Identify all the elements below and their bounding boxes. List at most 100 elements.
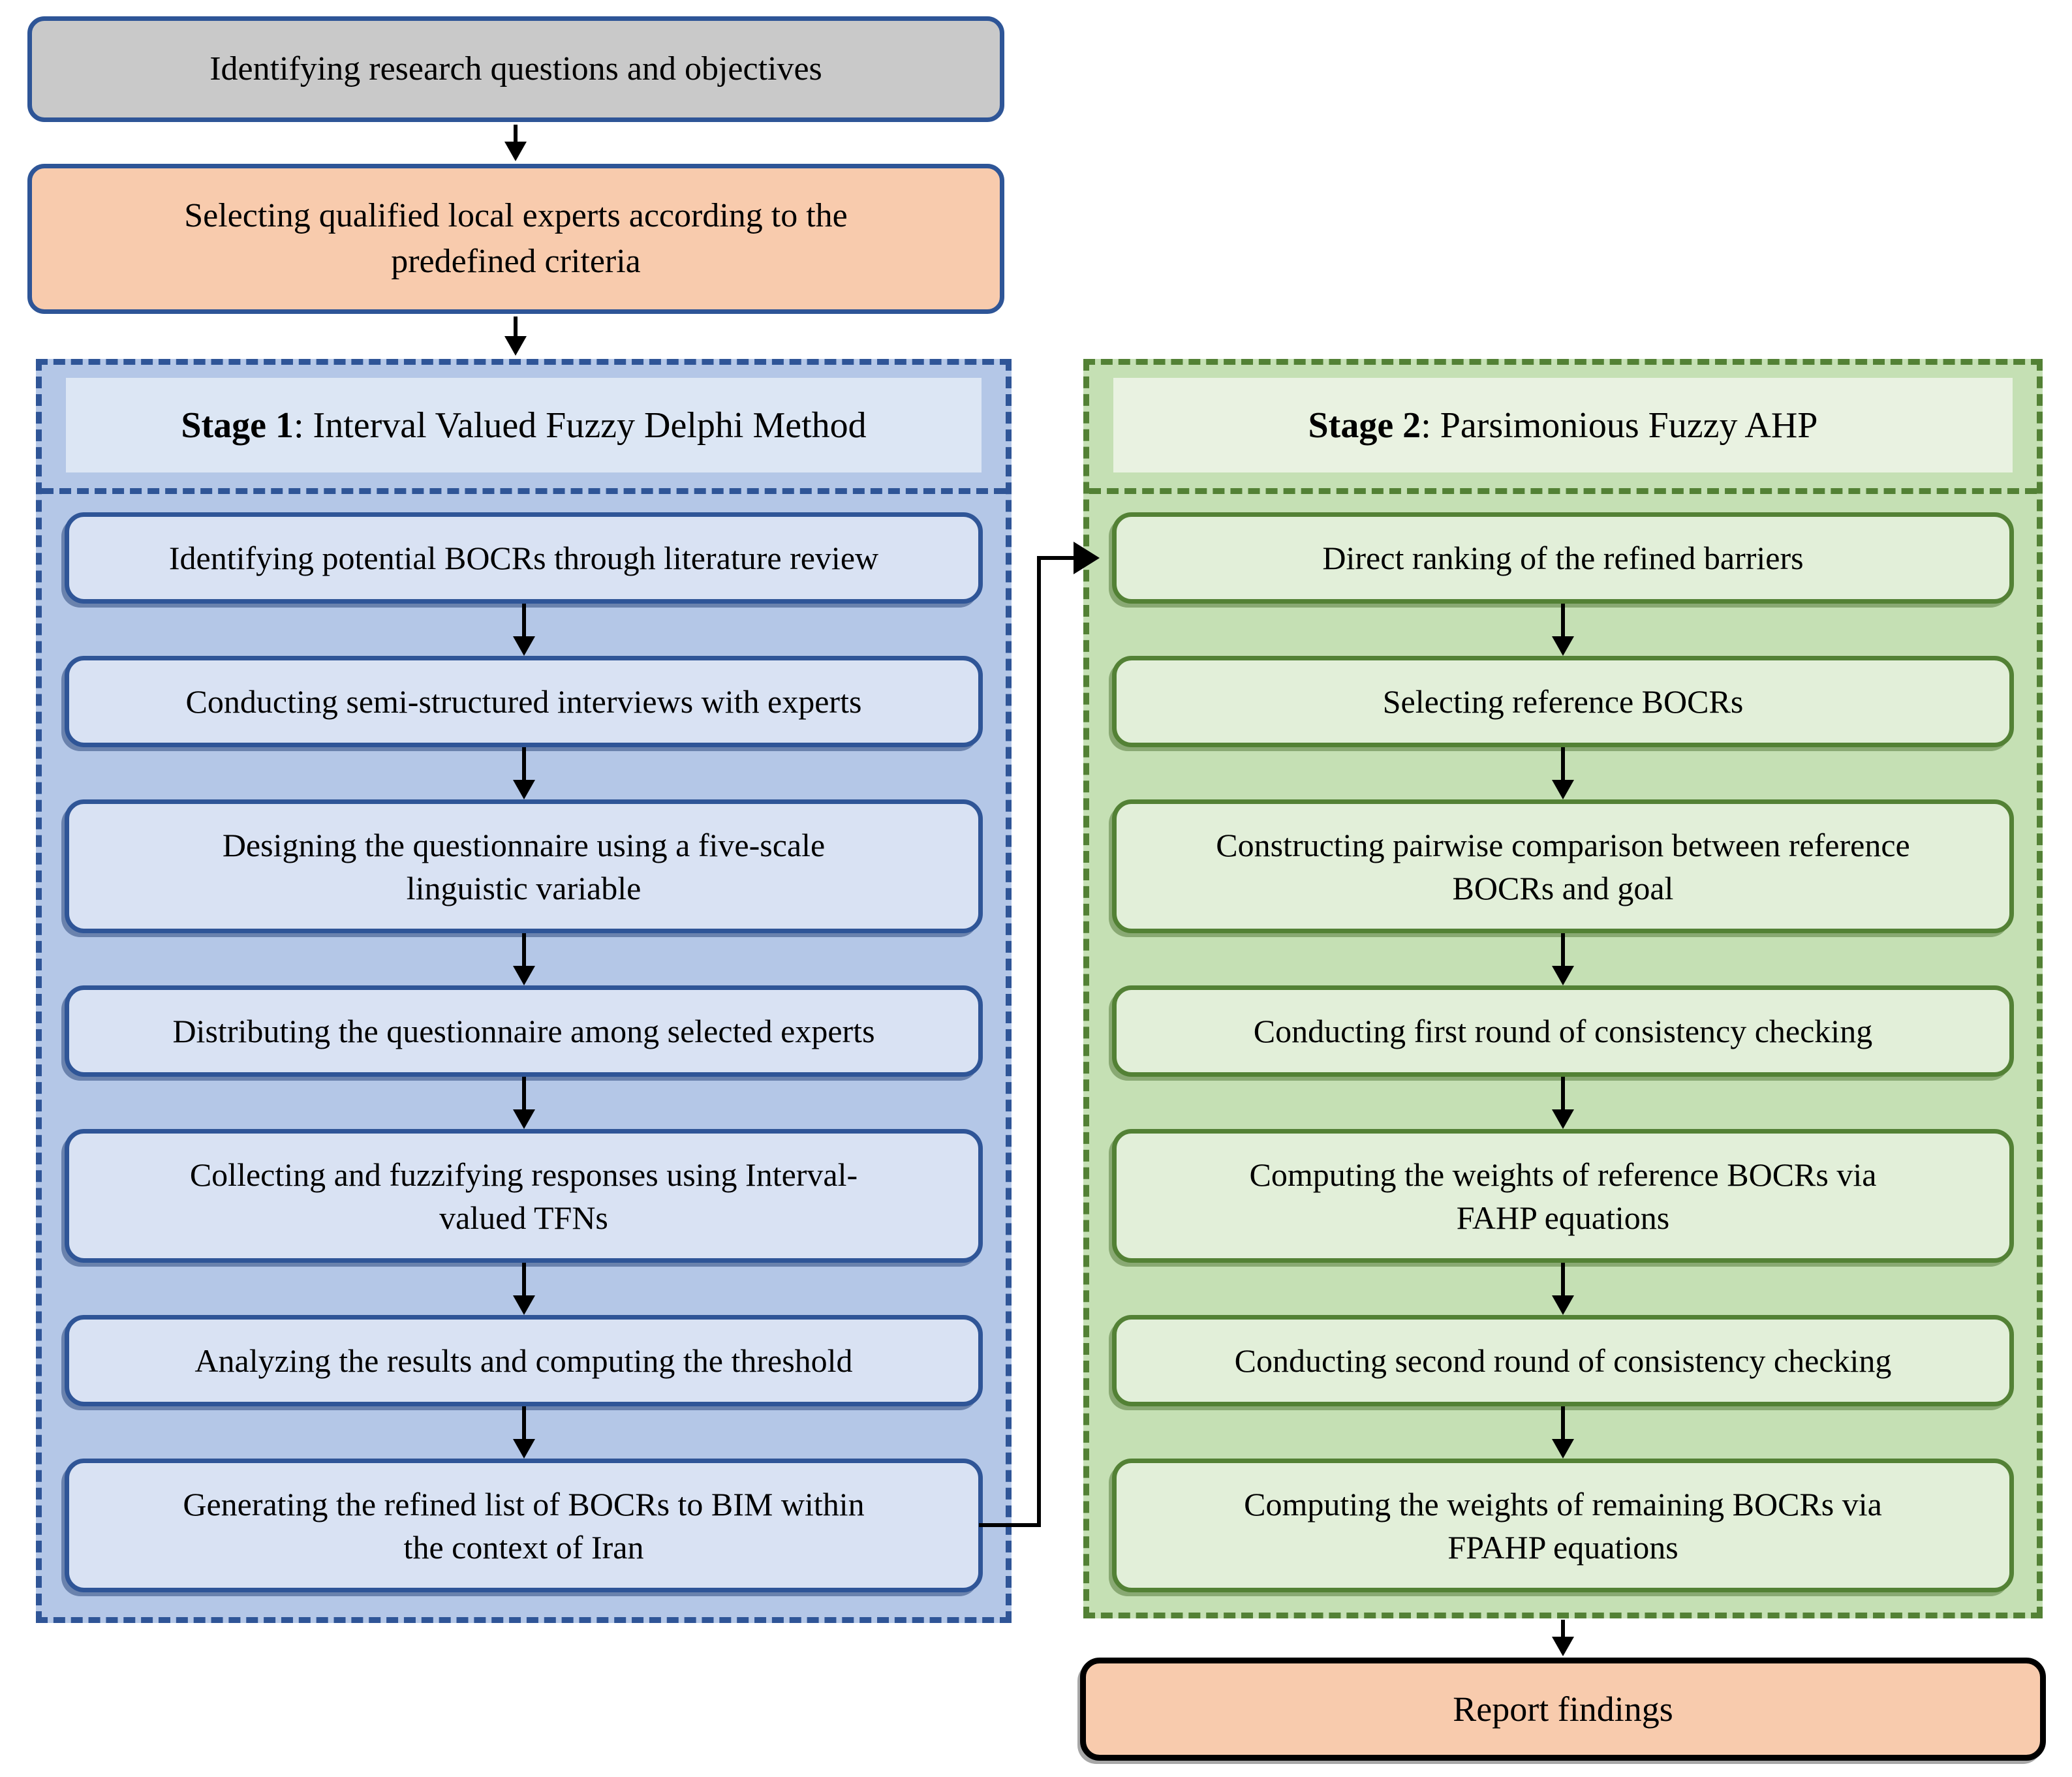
step-label: the context of Iran: [403, 1528, 644, 1566]
node-research-questions: Identifying research questions and objec…: [27, 16, 1004, 122]
arrow-head-icon: [512, 780, 535, 799]
stage2-steps: Direct ranking of the refined barriers S…: [1112, 512, 2014, 1592]
node-label: predefined criteria: [391, 243, 641, 280]
arrow-shaft: [1561, 1620, 1565, 1637]
stage1-panel: Stage 1: Interval Valued Fuzzy Delphi Me…: [36, 359, 1012, 1623]
step-label: Collecting and fuzzifying responses usin…: [189, 1156, 858, 1193]
stage1-step-questionnaire-design: Designing the questionnaire using a five…: [65, 799, 983, 933]
stage2-title-prefix: Stage 2: [1308, 405, 1421, 446]
stage2-header: Stage 2: Parsimonious Fuzzy AHP: [1113, 378, 2013, 472]
stage2-step-second-consistency: Conducting second round of consistency c…: [1112, 1315, 2014, 1406]
step-label: FPAHP equations: [1447, 1528, 1678, 1566]
arrow-head-icon: [512, 1109, 535, 1129]
arrow-head-icon: [512, 636, 535, 656]
step-label: Direct ranking of the refined barriers: [1322, 540, 1804, 576]
arrow-experts-to-stage1: [501, 317, 530, 356]
stage2-panel: Stage 2: Parsimonious Fuzzy AHP Direct r…: [1083, 359, 2043, 1618]
stage2-step-pairwise-comparison: Constructing pairwise comparison between…: [1112, 799, 2014, 933]
node-label: Selecting qualified local experts accord…: [184, 196, 848, 234]
connector-stage1-to-stage2-top-segment: [1037, 556, 1075, 560]
arrow-shaft: [514, 317, 518, 336]
stage1-header-separator: [42, 488, 1006, 494]
arrow-shaft: [514, 125, 518, 142]
stage1-step-analyzing-threshold: Analyzing the results and computing the …: [65, 1315, 983, 1406]
arrow-shaft: [521, 747, 526, 780]
arrow-shaft: [1561, 604, 1565, 636]
arrow-head-icon: [504, 336, 527, 356]
arrow-head-icon: [1552, 780, 1574, 799]
stage1-steps: Identifying potential BOCRs through lite…: [65, 512, 983, 1592]
stage2-arrow-2: [1549, 747, 1577, 799]
arrow-head-icon: [1552, 966, 1574, 985]
stage2-arrow-1: [1549, 604, 1577, 656]
step-label: linguistic variable: [406, 869, 642, 906]
arrow-shaft: [521, 1406, 526, 1439]
node-select-experts: Selecting qualified local experts accord…: [27, 164, 1004, 314]
arrow-head-icon: [1552, 1439, 1574, 1459]
stage1-title-prefix: Stage 1: [181, 405, 294, 446]
stage1-header: Stage 1: Interval Valued Fuzzy Delphi Me…: [66, 378, 982, 472]
arrow-head-icon: [504, 142, 527, 161]
stage2-arrow-5: [1549, 1263, 1577, 1315]
arrow-questions-to-experts: [501, 125, 530, 161]
stage2-title-rest: : Parsimonious Fuzzy AHP: [1421, 405, 1818, 446]
arrow-shaft: [1561, 1263, 1565, 1295]
stage2-step-direct-ranking: Direct ranking of the refined barriers: [1112, 512, 2014, 604]
stage1-arrow-6: [510, 1406, 538, 1459]
stage2-arrow-3: [1549, 933, 1577, 985]
connector-stage1-to-stage2-vertical-segment: [1037, 556, 1041, 1527]
arrow-shaft: [521, 1263, 526, 1295]
arrow-shaft: [521, 604, 526, 636]
arrow-shaft: [521, 1077, 526, 1109]
arrow-head-icon: [1552, 1295, 1574, 1315]
stage1-arrow-5: [510, 1263, 538, 1315]
arrow-head-icon: [1552, 1637, 1574, 1656]
step-label: Conducting semi-structured interviews wi…: [185, 683, 862, 720]
step-label: Designing the questionnaire using a five…: [222, 826, 826, 863]
connector-stage1-to-stage2-bottom-segment: [979, 1523, 1041, 1527]
arrow-shaft: [1561, 747, 1565, 780]
step-label: BOCRs and goal: [1452, 869, 1674, 906]
arrow-shaft: [1561, 1077, 1565, 1109]
arrow-head-icon: [512, 1439, 535, 1459]
stage1-arrow-4: [510, 1077, 538, 1129]
connector-arrow-head-icon: [1074, 542, 1100, 574]
stage2-step-weights-remaining: Computing the weights of remaining BOCRs…: [1112, 1459, 2014, 1592]
step-label: Distributing the questionnaire among sel…: [172, 1013, 875, 1049]
step-label: Selecting reference BOCRs: [1382, 683, 1744, 720]
stage2-header-separator: [1089, 488, 2037, 494]
arrow-head-icon: [1552, 1109, 1574, 1129]
step-label: Computing the weights of remaining BOCRs…: [1244, 1485, 1882, 1522]
step-label: FAHP equations: [1456, 1199, 1670, 1236]
stage2-arrow-4: [1549, 1077, 1577, 1129]
stage2-step-first-consistency: Conducting first round of consistency ch…: [1112, 985, 2014, 1077]
stage2-step-selecting-reference: Selecting reference BOCRs: [1112, 656, 2014, 747]
step-label: Conducting first round of consistency ch…: [1253, 1013, 1873, 1049]
step-label: Computing the weights of reference BOCRs…: [1249, 1156, 1877, 1193]
arrow-shaft: [1561, 933, 1565, 966]
step-label: Generating the refined list of BOCRs to …: [183, 1485, 865, 1522]
stage1-step-collecting-fuzzifying: Collecting and fuzzifying responses usin…: [65, 1129, 983, 1263]
stage1-arrow-1: [510, 604, 538, 656]
node-label: Report findings: [1453, 1689, 1673, 1729]
arrow-head-icon: [512, 966, 535, 985]
stage2-step-weights-reference: Computing the weights of reference BOCRs…: [1112, 1129, 2014, 1263]
step-label: Conducting second round of consistency c…: [1234, 1342, 1892, 1379]
stage1-title-rest: : Interval Valued Fuzzy Delphi Method: [294, 405, 867, 446]
arrow-shaft: [1561, 1406, 1565, 1439]
stage1-step-distributing: Distributing the questionnaire among sel…: [65, 985, 983, 1077]
stage1-step-refined-list: Generating the refined list of BOCRs to …: [65, 1459, 983, 1592]
arrow-head-icon: [512, 1295, 535, 1315]
step-label: Constructing pairwise comparison between…: [1216, 826, 1910, 863]
node-report-findings: Report findings: [1080, 1658, 2046, 1761]
step-label: valued TFNs: [439, 1199, 608, 1236]
arrow-head-icon: [1552, 636, 1574, 656]
arrow-stage2-to-report: [1549, 1620, 1577, 1656]
stage1-arrow-2: [510, 747, 538, 799]
stage1-step-interviews: Conducting semi-structured interviews wi…: [65, 656, 983, 747]
arrow-shaft: [521, 933, 526, 966]
node-label: Identifying research questions and objec…: [209, 50, 822, 87]
step-label: Identifying potential BOCRs through lite…: [168, 540, 879, 576]
stage2-arrow-6: [1549, 1406, 1577, 1459]
